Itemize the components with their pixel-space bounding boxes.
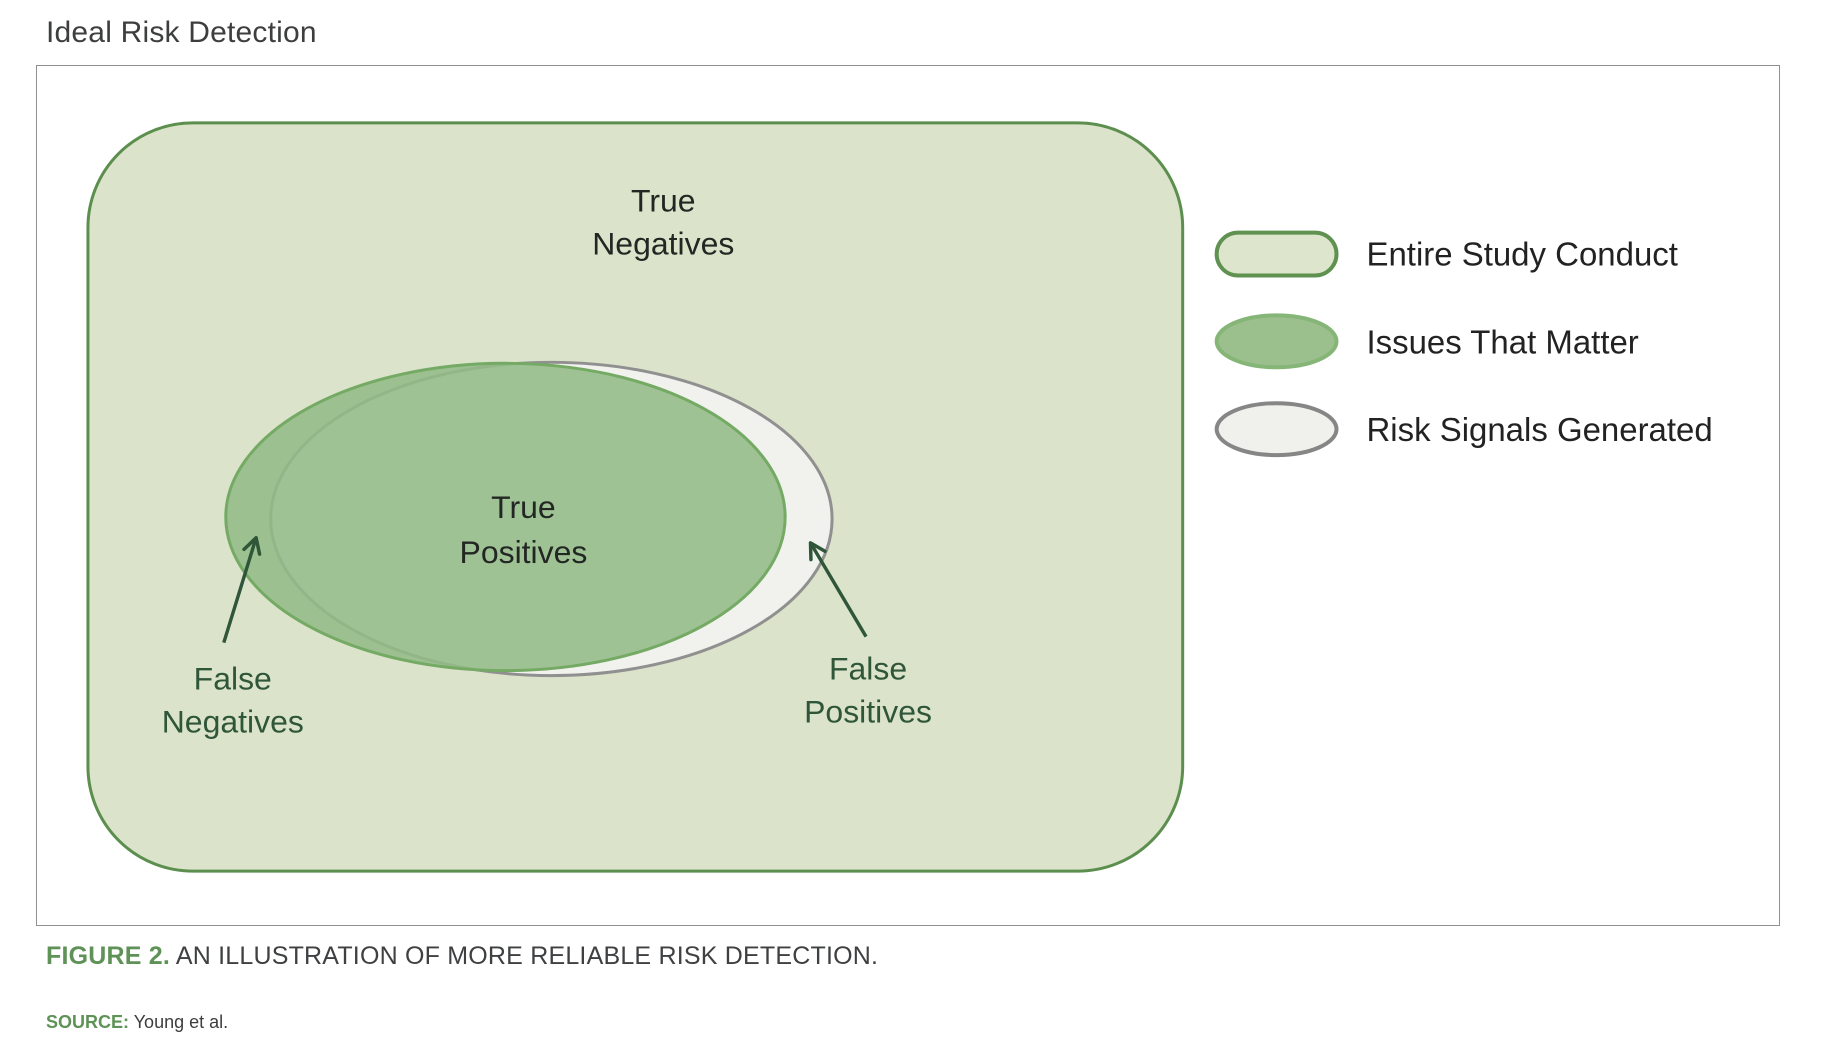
legend: Entire Study Conduct Issues That Matter … [1214,230,1713,458]
legend-swatch-risk-signals-generated [1214,401,1339,458]
figure-frame: True Negatives True Positives False Nega… [36,65,1780,926]
legend-label-risk-signals-generated: Risk Signals Generated [1366,411,1712,448]
false-negatives-label-line1: False [194,661,272,697]
issues-that-matter-ellipse [224,361,787,673]
figure-caption-text: AN ILLUSTRATION OF MORE RELIABLE RISK DE… [175,942,879,970]
true-positives-label-line1: True [491,489,556,525]
figure-caption: FIGURE 2. AN ILLUSTRATION OF MORE RELIAB… [46,942,878,971]
figure-title: Ideal Risk Detection [46,16,317,49]
figure-source-label: SOURCE: [46,1012,130,1032]
false-positives-label-line2: Positives [804,693,932,729]
legend-label-entire-study-conduct: Entire Study Conduct [1366,236,1677,273]
false-negatives-arrow [222,536,262,644]
false-positives-label-line1: False [829,651,907,687]
legend-label-issues-that-matter: Issues That Matter [1366,323,1638,360]
legend-item-entire-study-conduct: Entire Study Conduct [1214,230,1678,278]
legend-swatch-entire-study-conduct [1214,230,1339,278]
true-negatives-label-line1: True [631,183,696,219]
legend-swatch-issues-that-matter [1214,313,1339,370]
false-negatives-label-line2: Negatives [162,703,304,739]
figure-source-text: Young et al. [133,1012,229,1032]
legend-item-risk-signals-generated: Risk Signals Generated [1214,401,1713,458]
figure-caption-number: FIGURE 2. [46,942,171,970]
true-negatives-label-line2: Negatives [592,226,734,262]
legend-item-issues-that-matter: Issues That Matter [1214,313,1639,370]
false-positives-arrow [808,541,868,638]
figure-source: SOURCE: Young et al. [46,1012,228,1033]
risk-detection-diagram: True Negatives True Positives False Nega… [86,121,1713,873]
true-positives-label-line2: Positives [460,534,588,570]
